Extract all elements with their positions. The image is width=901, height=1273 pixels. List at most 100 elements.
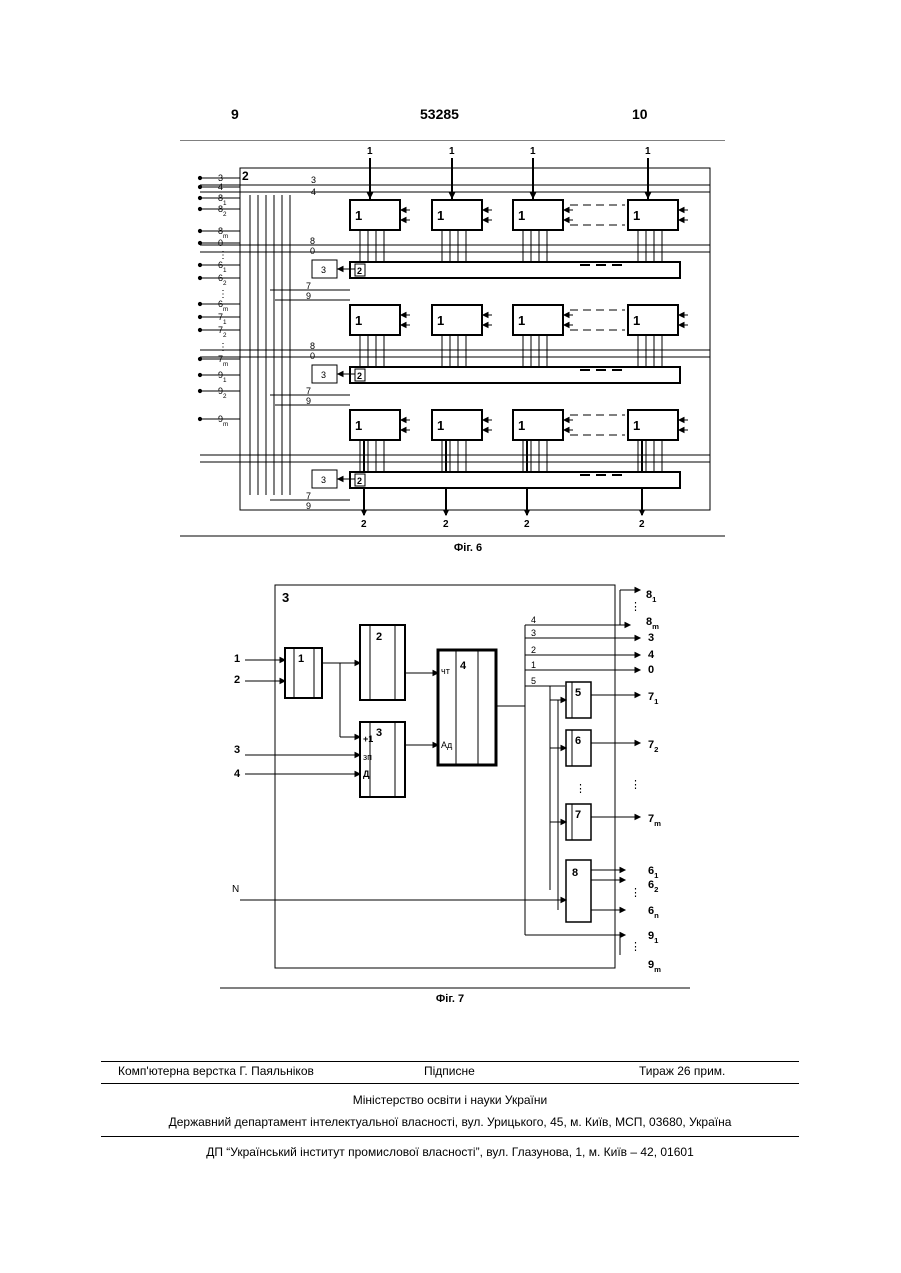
block-label: 4 [460,660,467,672]
bus-number: 1 [531,660,536,670]
left-signal-label: 72 [218,325,227,339]
module-label: 1 [355,313,362,328]
block-label: 1 [298,653,304,665]
input-label: 1 [234,653,240,665]
footer-department: Державний департамент інтелектуальної вл… [101,1115,799,1129]
shared-bus [350,262,680,278]
page-number-right: 10 [632,106,648,122]
arrow-icon [635,588,640,593]
output-label: 62 [648,879,658,894]
ellipsis-glyph: ⋮ [630,601,641,613]
output-label: 61 [648,865,659,880]
output-label: 2 [639,519,645,530]
arrow-icon [635,636,640,641]
pin-label: +1 [363,734,373,744]
arrow-icon [620,878,625,883]
footer-rule-top [101,1061,799,1062]
output-label: 2 [443,519,449,530]
output-label: 9m [648,959,661,974]
left-signal-label: 92 [218,386,227,400]
block-8 [566,860,591,922]
arrow-icon [635,693,640,698]
junction-dot [198,263,201,266]
footer-layout-credit: Комп'ютерна верстка Г. Паяльніков [118,1064,314,1078]
unit-label: 3 [321,265,326,275]
left-signal-label: 91 [218,370,227,384]
module-label: 1 [518,418,525,433]
shared-bus [350,472,680,488]
junction-dot [198,328,201,331]
output-label: 0 [648,664,654,676]
arrow-icon [635,668,640,673]
arrow-icon [362,510,367,515]
arrow-icon [635,741,640,746]
figure-6-caption: Фіг. 6 [418,542,518,554]
arrow-icon [620,933,625,938]
pin-label: чт [441,666,450,676]
ellipsis-glyph: ⋮ [630,941,641,953]
arrow-icon [635,815,640,820]
left-signal-label: 6m [218,299,228,313]
block-label: 6 [575,735,581,747]
shared-bus [350,367,680,383]
ellipsis-glyph: ⋮ [575,783,586,795]
footer-institute: ДП “Український інститут промислової вла… [101,1145,799,1159]
port-label: 2 [357,371,362,381]
junction-dot [198,357,201,360]
output-label: 4 [648,649,655,661]
left-signal-label: 62 [218,273,227,287]
bus-label: 3 [311,175,316,185]
module-label: 1 [518,313,525,328]
module-label: 1 [633,418,640,433]
ellipsis-glyph: ⋮ [630,887,641,899]
footer-rule-bottom [101,1136,799,1137]
frame-label: 3 [282,590,289,605]
block-2 [360,625,405,700]
port-label: 2 [357,476,362,486]
arrow-icon [640,510,645,515]
left-signal-label: 71 [218,312,227,326]
junction-dot [198,276,201,279]
junction-dot [198,241,201,244]
pin-label: зп [363,752,372,762]
input-label: 1 [367,146,373,157]
unit-label: 3 [321,475,326,485]
junction-dot [198,417,201,420]
module-label: 1 [633,208,640,223]
port-label: 2 [357,266,362,276]
pin-label: Ад [441,740,453,750]
block-label: 8 [572,867,578,879]
left-signal-label: 9m [218,414,228,428]
input-label: N [232,884,239,895]
output-label: 91 [648,930,659,945]
module-label: 1 [437,418,444,433]
output-label: 71 [648,691,659,706]
junction-dot [198,196,201,199]
junction-dot [198,229,201,232]
junction-dot [198,389,201,392]
output-label: 8m [646,616,659,631]
block-label: 5 [575,687,581,699]
pin-label: Д [363,769,370,779]
left-signal-label: 4 [218,182,223,192]
left-signal-label: 61 [218,260,227,274]
module-label: 1 [518,208,525,223]
frame-outline [275,585,615,968]
footer-circulation: Тираж 26 прим. [639,1064,725,1078]
output-label: 2 [361,519,367,530]
ellipsis-glyph: ⋮ [218,289,228,300]
output-label: 72 [648,739,658,754]
arrow-icon [620,908,625,913]
output-label: 6n [648,905,659,920]
input-label: 4 [234,768,241,780]
arrow-icon [625,623,630,628]
junction-dot [198,207,201,210]
module-label: 1 [355,208,362,223]
module-label: 1 [437,208,444,223]
bus-number: 3 [531,628,536,638]
page-number-left: 9 [231,106,239,122]
figure-7: 312123+1зпД344чтАд43215340⋮818m56771727m… [220,570,690,990]
bus-label: 0 [310,351,315,361]
footer-signed: Підписне [424,1064,475,1078]
bus-label: 0 [310,246,315,256]
